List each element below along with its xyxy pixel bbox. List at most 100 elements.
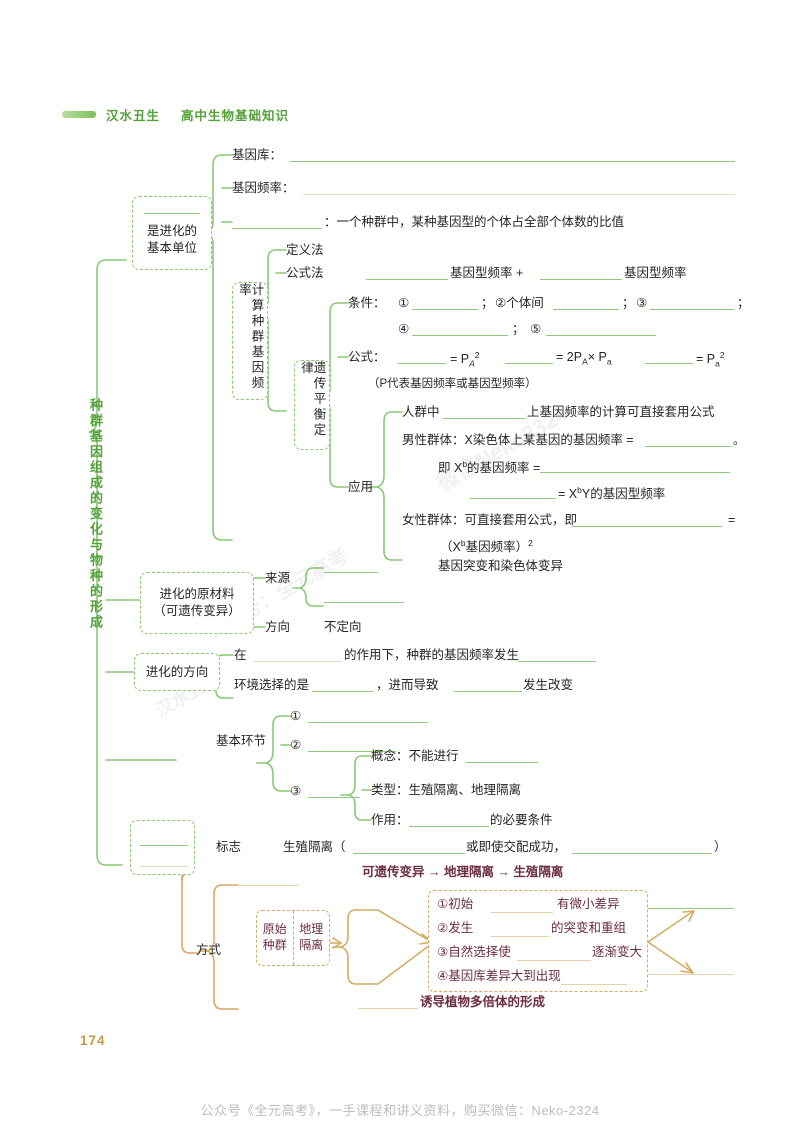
blank-empty-box-1[interactable] <box>140 845 188 846</box>
header-accent-bar <box>62 111 96 118</box>
blank-app-2[interactable] <box>645 446 731 447</box>
blank-condition-5[interactable] <box>546 335 656 336</box>
evolution-unit-line2: 基本单位 <box>146 241 197 255</box>
blank-mode-top[interactable] <box>238 885 298 886</box>
blank-outcome-2[interactable] <box>648 974 734 975</box>
blank-app-4[interactable] <box>470 498 556 499</box>
origin-pop-line2: 种群 <box>262 938 287 952</box>
blank-app-5[interactable] <box>572 526 722 527</box>
blank-sp-3[interactable] <box>517 960 591 961</box>
blank-concept[interactable] <box>466 762 538 763</box>
isolation-role-post: 的必要条件 <box>490 813 553 827</box>
hardy-weinberg-label: 遗传平衡定律 <box>299 361 326 439</box>
bottom-note: 诱导植物多倍体的形成 <box>420 995 546 1009</box>
dir-line2-b: ，进而导致 <box>376 678 439 692</box>
origin-population-box: 原始 种群 地理 隔离 <box>256 910 330 966</box>
blank-source-1[interactable] <box>324 572 378 573</box>
p-note: （P代表基因频率或基因型频率） <box>368 378 537 390</box>
formula-method: 公式法 <box>286 266 324 280</box>
blank-hw-f3[interactable] <box>645 363 693 364</box>
sp-step-3-post: 逐渐变大 <box>592 945 643 959</box>
blank-role[interactable] <box>409 826 489 827</box>
blank-condition-2[interactable] <box>553 309 619 310</box>
sp-step-2: ②发生 <box>437 921 474 935</box>
blank-source-2[interactable] <box>324 602 404 603</box>
marker-label: 标志 <box>216 840 242 854</box>
formula-a-label: 基因型频率 + <box>450 266 524 280</box>
blank-unit[interactable] <box>144 213 200 214</box>
blank-marker-1[interactable] <box>353 853 465 854</box>
header-text: 汉水丑生 高中生物基础知识 <box>106 105 289 124</box>
geo-iso-line1: 地理 <box>299 922 324 937</box>
formula-b-label: 基因型频率 <box>624 266 687 280</box>
blank-formula-a[interactable] <box>366 279 448 280</box>
app-line2-pre: 男性群体：X染色体上某基因的基因频率 = <box>402 433 634 447</box>
semi-3: ； <box>737 296 750 310</box>
genotype-freq-definition: ：一个种群中，某种基因型的个体占全部个体数的比值 <box>324 215 625 229</box>
root-title: 种群基因组成的变化与物种的形成 <box>88 398 103 631</box>
direction-value: 不定向 <box>324 620 362 634</box>
blank-sp-1[interactable] <box>491 912 553 913</box>
evolution-direction-box: 进化的方向 <box>134 653 220 691</box>
step-1-num: ① <box>290 709 302 723</box>
blank-formula-b[interactable] <box>540 279 622 280</box>
blank-gene-freq[interactable] <box>303 194 735 195</box>
source-note: 基因突变和染色体变异 <box>438 559 564 573</box>
blank-sp-4[interactable] <box>561 984 627 985</box>
blank-step-3[interactable] <box>308 797 360 798</box>
semi-4: ； <box>512 322 525 336</box>
empty-answer-box <box>130 820 195 875</box>
speciation-steps-box: ①初始 有微小差异 ②发生 的突变和重组 ③自然选择使 逐渐变大 ④基因库差异大… <box>428 890 648 992</box>
blank-app-3[interactable] <box>540 472 730 473</box>
page-number: 174 <box>80 1033 106 1048</box>
step-3-num: ③ <box>290 784 302 798</box>
gene-freq-label: 基因频率： <box>232 181 295 195</box>
marker-text-c: ） <box>714 840 727 854</box>
app-line5-eq: = <box>728 513 736 527</box>
blank-bottom-note[interactable] <box>358 1008 418 1009</box>
evolution-direction-label: 进化的方向 <box>145 664 209 679</box>
blank-dir-3[interactable] <box>312 691 374 692</box>
geo-iso-line2: 隔离 <box>299 938 324 952</box>
blank-empty-box-2[interactable] <box>140 866 188 867</box>
sp-step-3: ③自然选择使 <box>437 945 511 959</box>
raw-material-line2: （可遗传变异） <box>153 604 241 618</box>
blank-step-2[interactable] <box>308 751 396 752</box>
geographic-isolation-cell: 地理 隔离 <box>294 911 330 965</box>
blank-dir-4[interactable] <box>454 691 522 692</box>
app-line4: = XbY的基因型频率 <box>558 485 666 502</box>
speciation-chain: 可遗传变异 → 地理隔离 → 生殖隔离 <box>362 865 564 879</box>
blank-condition-3[interactable] <box>650 309 734 310</box>
evolution-unit-box: 是进化的 基本单位 <box>132 196 212 270</box>
condition-1-num: ① <box>398 296 410 310</box>
isolation-role-label: 作用： <box>371 813 409 827</box>
blank-gene-pool[interactable] <box>290 161 735 162</box>
hw-formula-label: 公式： <box>348 350 386 364</box>
direction-label: 方向 <box>265 620 291 634</box>
condition-2-num: ②个体间 <box>495 296 544 310</box>
app-line5-pre: 女性群体：可直接套用公式，即 <box>402 513 578 527</box>
dir-line1-b: 的作用下，种群的基因频率发生 <box>344 648 520 662</box>
evolution-unit-line1: 是进化的 <box>146 224 197 239</box>
sp-step-1: ①初始 <box>437 897 474 911</box>
blank-dir-2[interactable] <box>518 661 596 662</box>
blank-step-1[interactable] <box>308 722 428 723</box>
app-line6: （Xb基因频率）2 <box>440 538 533 555</box>
blank-condition-1[interactable] <box>412 309 478 310</box>
basic-steps-label: 基本环节 <box>216 734 267 748</box>
blank-hw-f1[interactable] <box>398 363 446 364</box>
blank-marker-2[interactable] <box>572 853 712 854</box>
blank-outcome-1[interactable] <box>648 908 734 909</box>
blank-genotype-freq[interactable] <box>232 228 322 229</box>
blank-condition-4[interactable] <box>412 335 508 336</box>
blank-dir-1[interactable] <box>254 661 342 662</box>
condition-label: 条件： <box>348 296 386 310</box>
blank-sp-2[interactable] <box>491 936 549 937</box>
gene-pool-label: 基因库： <box>232 148 283 162</box>
dir-line1-a: 在 <box>234 648 247 662</box>
blank-hw-f2[interactable] <box>505 363 553 364</box>
blank-app-1[interactable] <box>443 418 525 419</box>
semi-1: ； <box>481 296 494 310</box>
